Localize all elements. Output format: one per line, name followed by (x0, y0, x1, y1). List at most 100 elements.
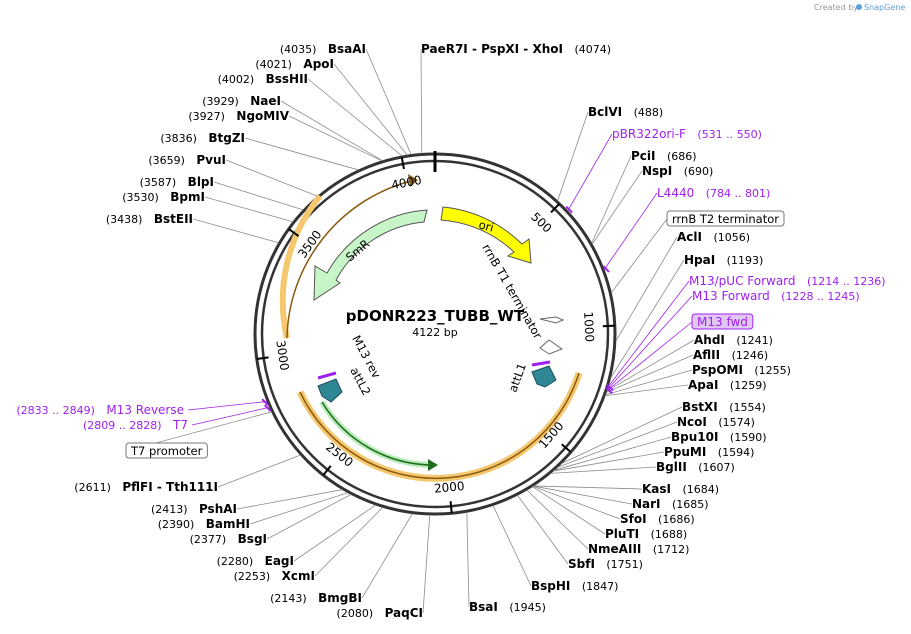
site-gap (226, 532, 237, 546)
primer-name-m13-reverse: M13 Reverse (106, 403, 184, 417)
site-label-bsshii: (4002) BssHII (218, 72, 308, 86)
site-position-apoi: (4021) (255, 58, 292, 71)
site-gap (687, 460, 698, 474)
site-label-ncoi: NcoI (1574) (677, 415, 755, 429)
site-label-ahdi: AhdI (1241) (694, 333, 773, 347)
leader-pluti (532, 486, 606, 535)
primer-range-m13-reverse: (2833 .. 2849) (16, 404, 95, 417)
site-gap (661, 497, 672, 511)
leader-pflfi-tth111i (217, 454, 301, 488)
site-label-bsaai: (4035) BsaAI (280, 42, 366, 56)
leader-blpi (213, 181, 304, 211)
leader-aflii (606, 354, 694, 393)
site-label-pspomi: PspOMI (1255) (692, 363, 791, 377)
boxed-label-frame-rrnb-t2-terminator (666, 210, 785, 227)
tick-mark-500 (550, 203, 561, 214)
leader-ppumi (553, 451, 665, 472)
leader-sbfi (517, 494, 569, 565)
small-feature-arrow (539, 339, 564, 355)
site-name-bpu10i: Bpu10I (671, 430, 718, 444)
site-position-ppumi: (1594) (718, 446, 755, 459)
tick-mark-1000 (602, 324, 615, 328)
leader-bmgbi (361, 513, 413, 599)
site-gap (718, 378, 729, 392)
tick-label-500: 500 (528, 210, 554, 236)
leader-pcii (591, 155, 632, 244)
leader-paqci (422, 514, 431, 614)
site-position-paqci: (2080) (337, 607, 374, 620)
site-label-blpi: (3587) BlpI (140, 175, 214, 189)
site-name-ahdi: AhdI (694, 333, 725, 347)
tick-mark-1500 (561, 443, 572, 453)
primer-range-m13-puc-forward: (1214 .. 1236) (807, 275, 886, 288)
attl2-feature (317, 378, 343, 403)
site-name-bsteii: BstEII (154, 212, 193, 226)
primer-mark-l4440 (602, 265, 610, 273)
site-position-btgzi: (3836) (160, 132, 197, 145)
boxed-label-m13-fwd: M13 fwd (697, 315, 748, 329)
attl1-feature (531, 365, 557, 388)
site-gap (563, 42, 574, 56)
site-gap (253, 554, 264, 568)
site-label-bsphi: BspHI (1847) (531, 579, 618, 593)
site-gap (239, 94, 250, 108)
site-label-kasi: KasI (1684) (642, 482, 719, 496)
site-label-paqci: (2080) PaqCI (337, 606, 423, 620)
site-position-sfoi: (1686) (658, 513, 695, 526)
site-position-aflii: (1246) (732, 349, 769, 362)
boxed-label-t7-promoter: T7 promoter (130, 444, 203, 458)
tick-mark-2500 (322, 465, 332, 476)
site-label-bclvi: BclVI (488) (588, 105, 663, 119)
site-name-pspomi: PspOMI (692, 363, 743, 377)
leader-bsgi (266, 494, 352, 540)
site-label-pshai: (2413) PshAI (151, 502, 237, 516)
leader-primer-pbr322ori-f (567, 133, 613, 212)
site-gap (702, 230, 713, 244)
site-gap (595, 557, 606, 571)
plasmid-size: 4122 bp (412, 326, 457, 339)
leader-primer-l4440 (603, 192, 658, 270)
site-name-btgzi: BtgZI (208, 131, 245, 145)
site-gap (307, 591, 318, 605)
primer-range-m13-forward: (1228 .. 1245) (781, 290, 860, 303)
site-name-hpai: HpaI (684, 253, 715, 267)
leader-lines (125, 48, 695, 614)
site-position-pspomi: (1255) (754, 364, 791, 377)
site-gap (197, 131, 208, 145)
leader-bsai (466, 512, 470, 608)
site-label-sbfi: SbfI (1751) (568, 557, 643, 571)
site-position-bsteii: (3438) (106, 213, 143, 226)
green-feature-arc (321, 401, 433, 466)
site-position-eagi: (2280) (217, 555, 254, 568)
site-position-bsaai: (4035) (280, 43, 317, 56)
site-name-bmgbi: BmgBI (318, 591, 362, 605)
boxed-label-frame-m13-fwd (691, 313, 754, 330)
site-position-nmeaiii: (1712) (653, 543, 690, 556)
tick-mark-4000 (400, 156, 405, 170)
primer-mark-m13-reverse (261, 398, 269, 406)
site-name-bpmi: BpmI (170, 190, 205, 204)
site-name-naei: NaeI (250, 94, 281, 108)
primer-name-t7: T7 (172, 418, 188, 432)
site-position-hpai: (1193) (727, 254, 764, 267)
site-gap (718, 430, 729, 444)
site-position-bsgi: (2377) (190, 533, 227, 546)
site-gap (647, 512, 658, 526)
site-name-nspi: NspI (642, 164, 672, 178)
site-label-ngomiv: (3927) NgoMIV (188, 109, 289, 123)
leader-paer7i-pspxi-xhoi (420, 48, 423, 154)
site-name-sbfi: SbfI (568, 557, 595, 571)
primer-mark-t7 (263, 404, 272, 412)
site-position-pflfi-tth111i: (2611) (74, 481, 111, 494)
site-position-pluti: (1688) (651, 528, 688, 541)
primer-range-l4440: (784 .. 801) (706, 187, 771, 200)
site-gap (672, 164, 683, 178)
site-name-nari: NarI (632, 497, 661, 511)
primer-range-t7: (2809 .. 2828) (83, 419, 162, 432)
site-position-xcmi: (2253) (234, 570, 271, 583)
leader-bsshii (307, 78, 403, 157)
site-name-bsai: BsaI (469, 600, 498, 614)
site-name-bamhi: BamHI (206, 517, 250, 531)
